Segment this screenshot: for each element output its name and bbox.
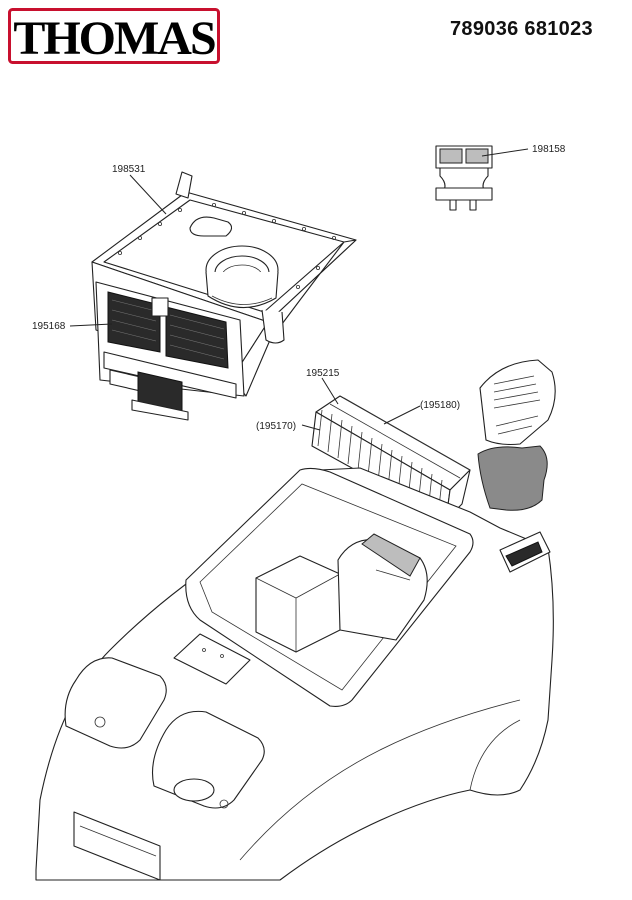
part-label-198158: 198158 <box>532 144 566 155</box>
logo-wordmark: THOMAS <box>13 12 215 64</box>
part-label-195170: (195170) <box>256 421 296 432</box>
part-label-195215: 195215 <box>306 368 340 379</box>
thomas-logo: THOMAS <box>8 8 220 64</box>
filter-housing <box>91 171 357 421</box>
vacuum-body <box>35 467 554 881</box>
part-label-198531: 198531 <box>112 164 146 175</box>
part-label-195180: (195180) <box>420 400 460 411</box>
part-label-195168: 195168 <box>32 321 66 332</box>
connector-part <box>435 145 493 211</box>
leader-lines <box>69 148 529 431</box>
side-filter-blocks <box>477 359 556 511</box>
product-code: 789036 681023 <box>450 18 593 40</box>
